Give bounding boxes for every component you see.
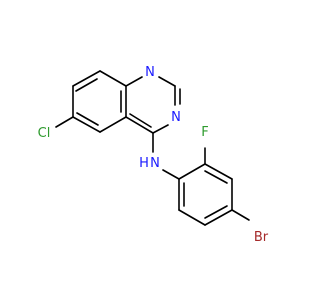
bond xyxy=(99,70,127,87)
bond xyxy=(72,70,101,87)
atom-n3: N xyxy=(171,110,181,125)
bond xyxy=(204,170,228,184)
bond xyxy=(178,163,206,180)
bond xyxy=(204,205,228,219)
bond xyxy=(204,163,233,180)
atom-cl: Cl xyxy=(38,126,51,141)
atom-nh-h: H xyxy=(139,156,149,171)
atom-nh-n: N xyxy=(150,156,160,171)
structure-drawing: N N Cl N H F Br xyxy=(38,65,269,245)
bond xyxy=(129,113,152,128)
bond xyxy=(125,116,154,134)
bond xyxy=(178,209,206,226)
bond xyxy=(125,76,143,87)
atom-labels: N N Cl N H F Br xyxy=(38,65,269,245)
bond xyxy=(72,116,101,133)
atom-n1: N xyxy=(145,65,155,80)
bond xyxy=(204,209,233,226)
bond xyxy=(99,116,127,133)
bond xyxy=(75,78,98,92)
atom-br: Br xyxy=(254,230,269,245)
bond xyxy=(231,209,250,221)
bond xyxy=(76,112,99,126)
bond xyxy=(55,116,74,128)
molecule-canvas: N N Cl N H F Br xyxy=(38,65,269,245)
atom-f: F xyxy=(201,125,208,140)
bonds xyxy=(55,70,250,226)
bond xyxy=(152,124,169,134)
bond xyxy=(162,169,180,180)
bond xyxy=(158,76,176,87)
